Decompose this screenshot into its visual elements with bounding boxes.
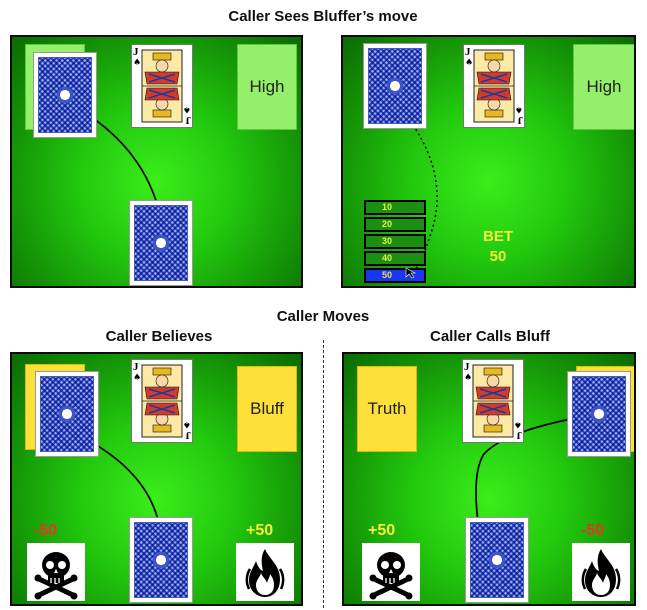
score-right: +50	[246, 522, 274, 539]
score-right: -50	[581, 522, 605, 539]
panel-bottom-left: Bluff -50 +50	[10, 352, 303, 606]
bet-chip-30[interactable]: 30	[364, 234, 426, 249]
card-back-icon[interactable]	[466, 518, 528, 602]
heading-left: Caller Believes	[105, 328, 213, 345]
panel-top-left: High	[10, 35, 303, 288]
bet-path	[410, 124, 438, 276]
bet-chip-40[interactable]: 40	[364, 251, 426, 266]
card-back-icon[interactable]	[34, 53, 96, 137]
claim-label: High	[573, 44, 634, 130]
jack-of-spades-icon	[131, 44, 193, 128]
claim-label: Bluff	[237, 366, 297, 452]
heading-top: Caller Sees Bluffer’s move	[228, 8, 418, 25]
score-left: +50	[368, 522, 396, 539]
fire-icon	[236, 543, 294, 601]
jack-of-spades-icon	[462, 359, 524, 443]
skull-crossbones-icon	[27, 543, 85, 601]
score-left: -50	[34, 522, 58, 539]
jack-of-spades-icon	[131, 359, 193, 443]
bet-chip-stack: 10 20 30 40 50	[364, 200, 426, 285]
bet-chip-20[interactable]: 20	[364, 217, 426, 232]
heading-middle: Caller Moves	[276, 308, 370, 325]
panel-top-right: High 10 20 30 40 50 BET 50	[341, 35, 636, 288]
card-back-icon[interactable]	[568, 372, 630, 456]
cursor-icon	[405, 267, 417, 279]
fire-icon	[572, 543, 630, 601]
bet-label: BET	[483, 228, 513, 245]
move-path	[475, 417, 577, 523]
bet-value: 50	[489, 248, 507, 265]
claim-label: High	[237, 44, 297, 130]
claim-label: Truth	[357, 366, 417, 452]
skull-crossbones-icon	[362, 543, 420, 601]
jack-of-spades-icon	[463, 44, 525, 128]
card-back-icon[interactable]	[36, 372, 98, 456]
card-back-icon[interactable]	[130, 518, 192, 602]
heading-right: Caller Calls Bluff	[429, 328, 551, 345]
card-back-icon[interactable]	[364, 44, 426, 128]
card-back-icon[interactable]	[130, 201, 192, 285]
bet-chip-10[interactable]: 10	[364, 200, 426, 215]
panel-bottom-right: Truth +50 -50	[342, 352, 636, 606]
section-divider	[323, 340, 324, 608]
